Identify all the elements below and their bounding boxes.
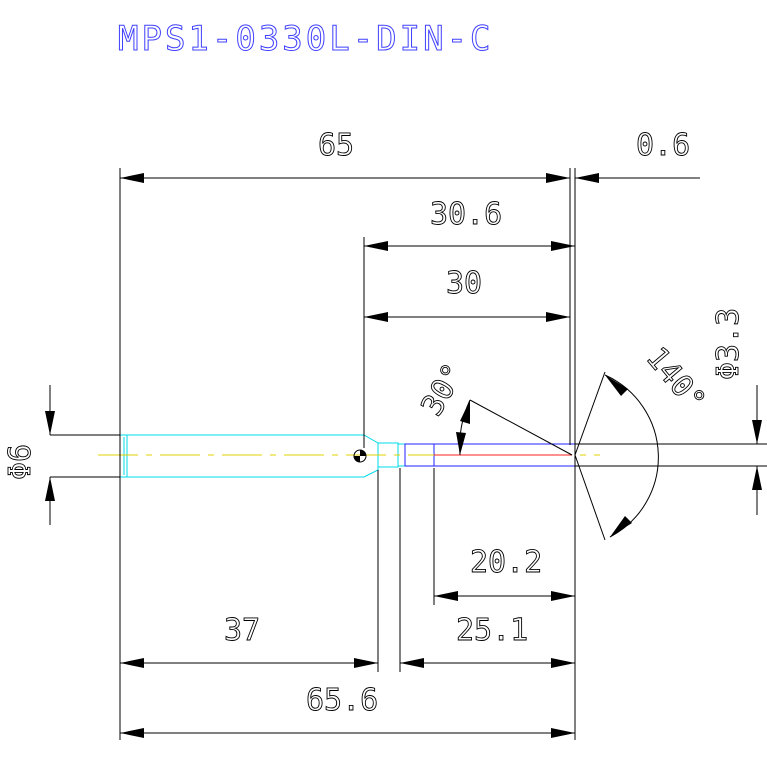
dim-total-length: 65.6 xyxy=(306,683,378,718)
dim-tip-section-length: 25.1 xyxy=(456,613,528,648)
dimension-labels: 65 0.6 30.6 30 Φ6 Φ3.3 30° 140° 20.2 25.… xyxy=(3,128,747,719)
dim-overall-length: 65 xyxy=(318,128,354,163)
dimension-lines xyxy=(45,173,762,738)
dim-chamfer-angle: 30° xyxy=(415,358,472,422)
part-outline xyxy=(98,434,600,478)
dim-shank-diameter: Φ6 xyxy=(3,444,38,480)
dim-tip-diameter: Φ3.3 xyxy=(711,308,746,380)
dim-point-angle: 140° xyxy=(639,341,712,419)
dim-flute-length: 20.2 xyxy=(470,545,542,580)
dim-tip-offset: 0.6 xyxy=(636,128,690,163)
dim-tip-to-centre-total: 30.6 xyxy=(430,197,502,232)
dim-tip-to-centre: 30 xyxy=(446,266,482,301)
drawing-title: MPS1-0330L-DIN-C xyxy=(118,19,494,59)
dim-shank-length: 37 xyxy=(224,613,260,648)
extension-lines xyxy=(50,168,767,740)
